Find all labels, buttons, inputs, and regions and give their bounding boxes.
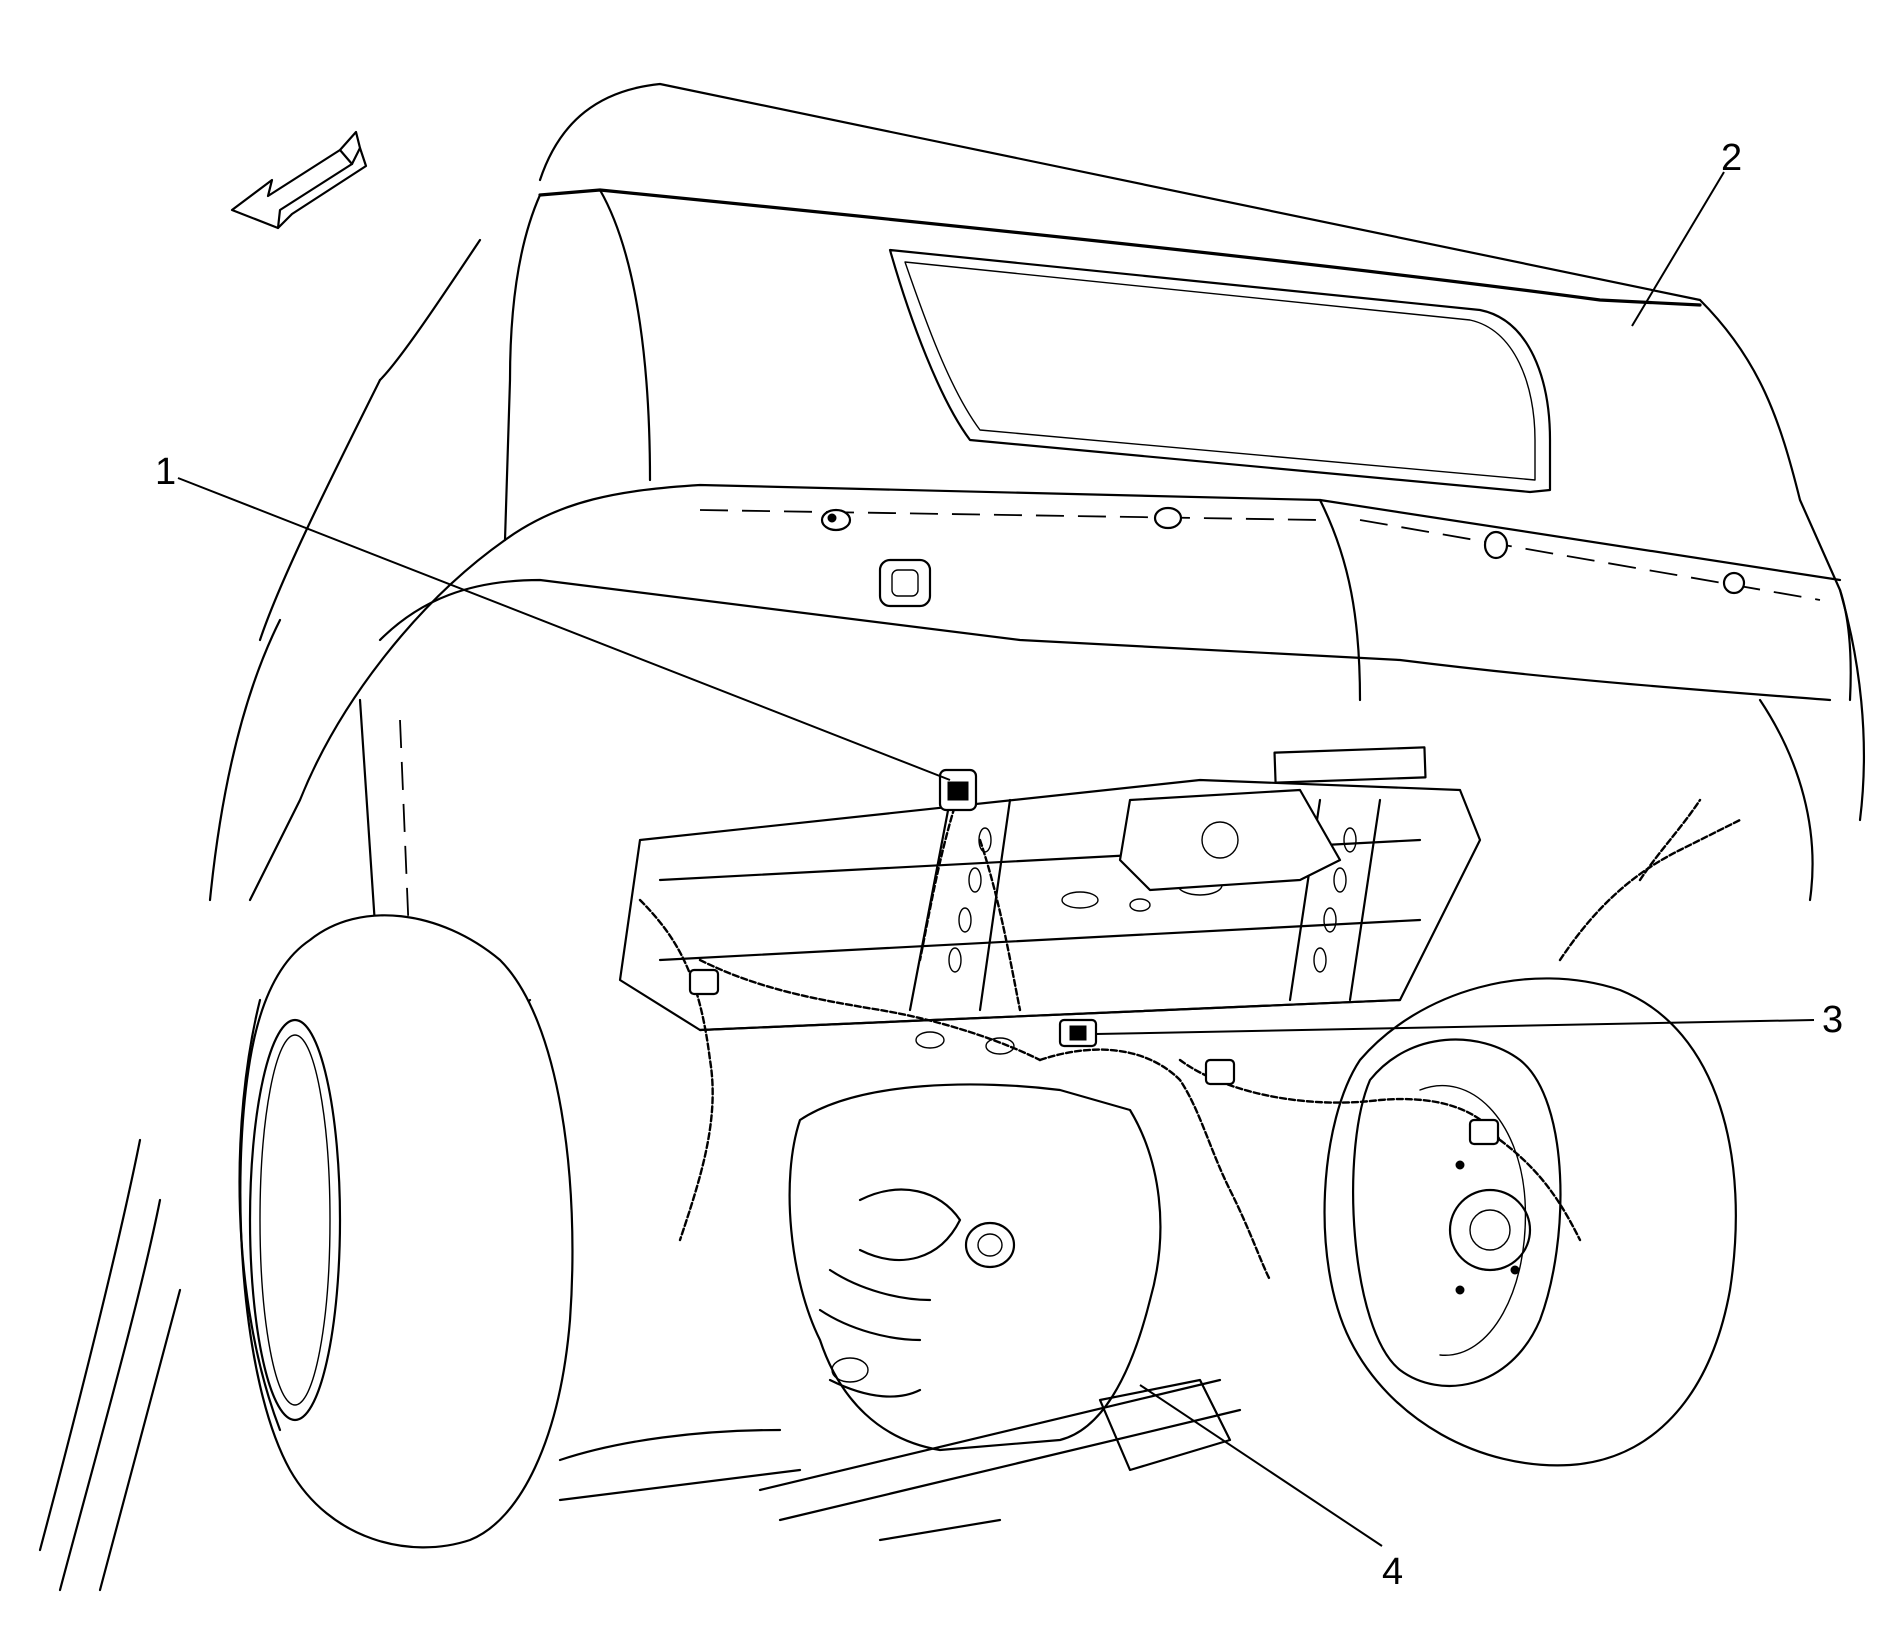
leader-line-2 [1631, 171, 1725, 327]
callout-label-1: 1 [155, 451, 176, 493]
leader-lines [177, 171, 1815, 1547]
callout-label-3: 3 [1822, 999, 1843, 1041]
fuel-tank [788, 1083, 1162, 1452]
callout-label-2: 2 [1721, 137, 1742, 179]
arrow-front-icon [230, 130, 368, 230]
floor-pan [38, 1138, 1242, 1592]
vehicle-body [208, 82, 1866, 1032]
leader-line-4 [1139, 1384, 1383, 1547]
callout-label-4: 4 [1382, 1551, 1403, 1593]
callout-labels: 1 2 3 4 [155, 137, 1843, 1593]
leader-line-3 [1095, 1019, 1815, 1035]
leader-line-1 [177, 477, 951, 781]
left-rear-tire [238, 914, 574, 1549]
wiring-harness [638, 768, 1742, 1282]
right-rear-tire [1323, 977, 1737, 1467]
rear-crossmember [618, 746, 1482, 1055]
